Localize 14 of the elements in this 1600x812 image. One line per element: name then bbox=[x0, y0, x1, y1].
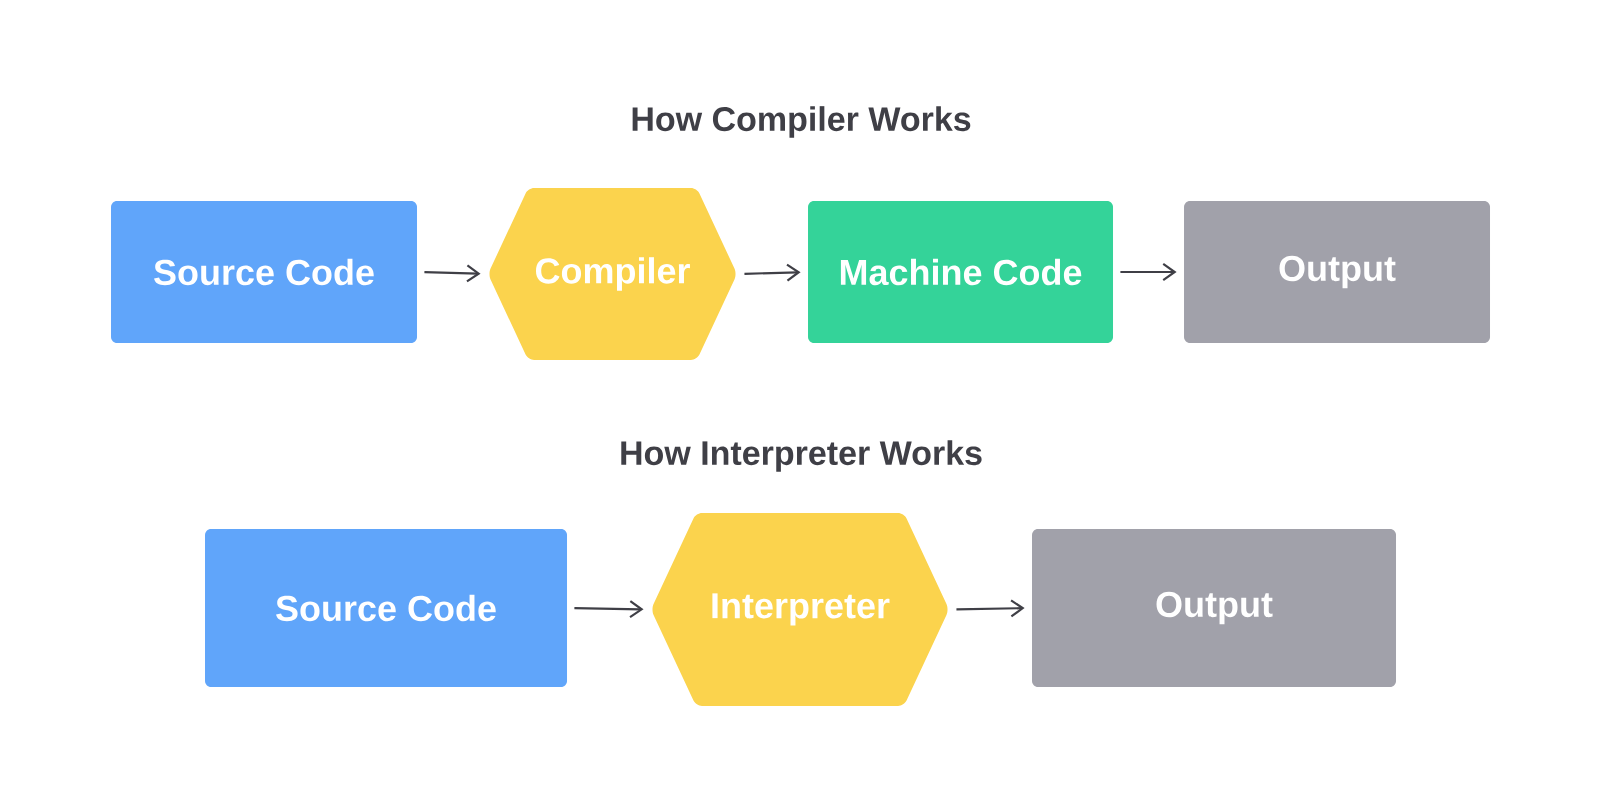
process-box: Output bbox=[1032, 529, 1396, 687]
arrow bbox=[424, 264, 481, 283]
hexagon-node: Compiler bbox=[489, 188, 736, 360]
hexagon-node: Interpreter bbox=[652, 513, 948, 706]
process-box: Source Code bbox=[111, 201, 417, 343]
section-heading: How Interpreter Works bbox=[621, 440, 982, 472]
arrow bbox=[1120, 263, 1177, 281]
process-box: Output bbox=[1184, 201, 1490, 343]
arrow bbox=[744, 263, 801, 282]
process-box: Source Code bbox=[205, 529, 567, 687]
arrow bbox=[574, 600, 644, 619]
diagram-title: How Compiler Works bbox=[632, 106, 971, 138]
arrow bbox=[956, 599, 1025, 618]
process-box: Machine Code bbox=[808, 201, 1113, 343]
